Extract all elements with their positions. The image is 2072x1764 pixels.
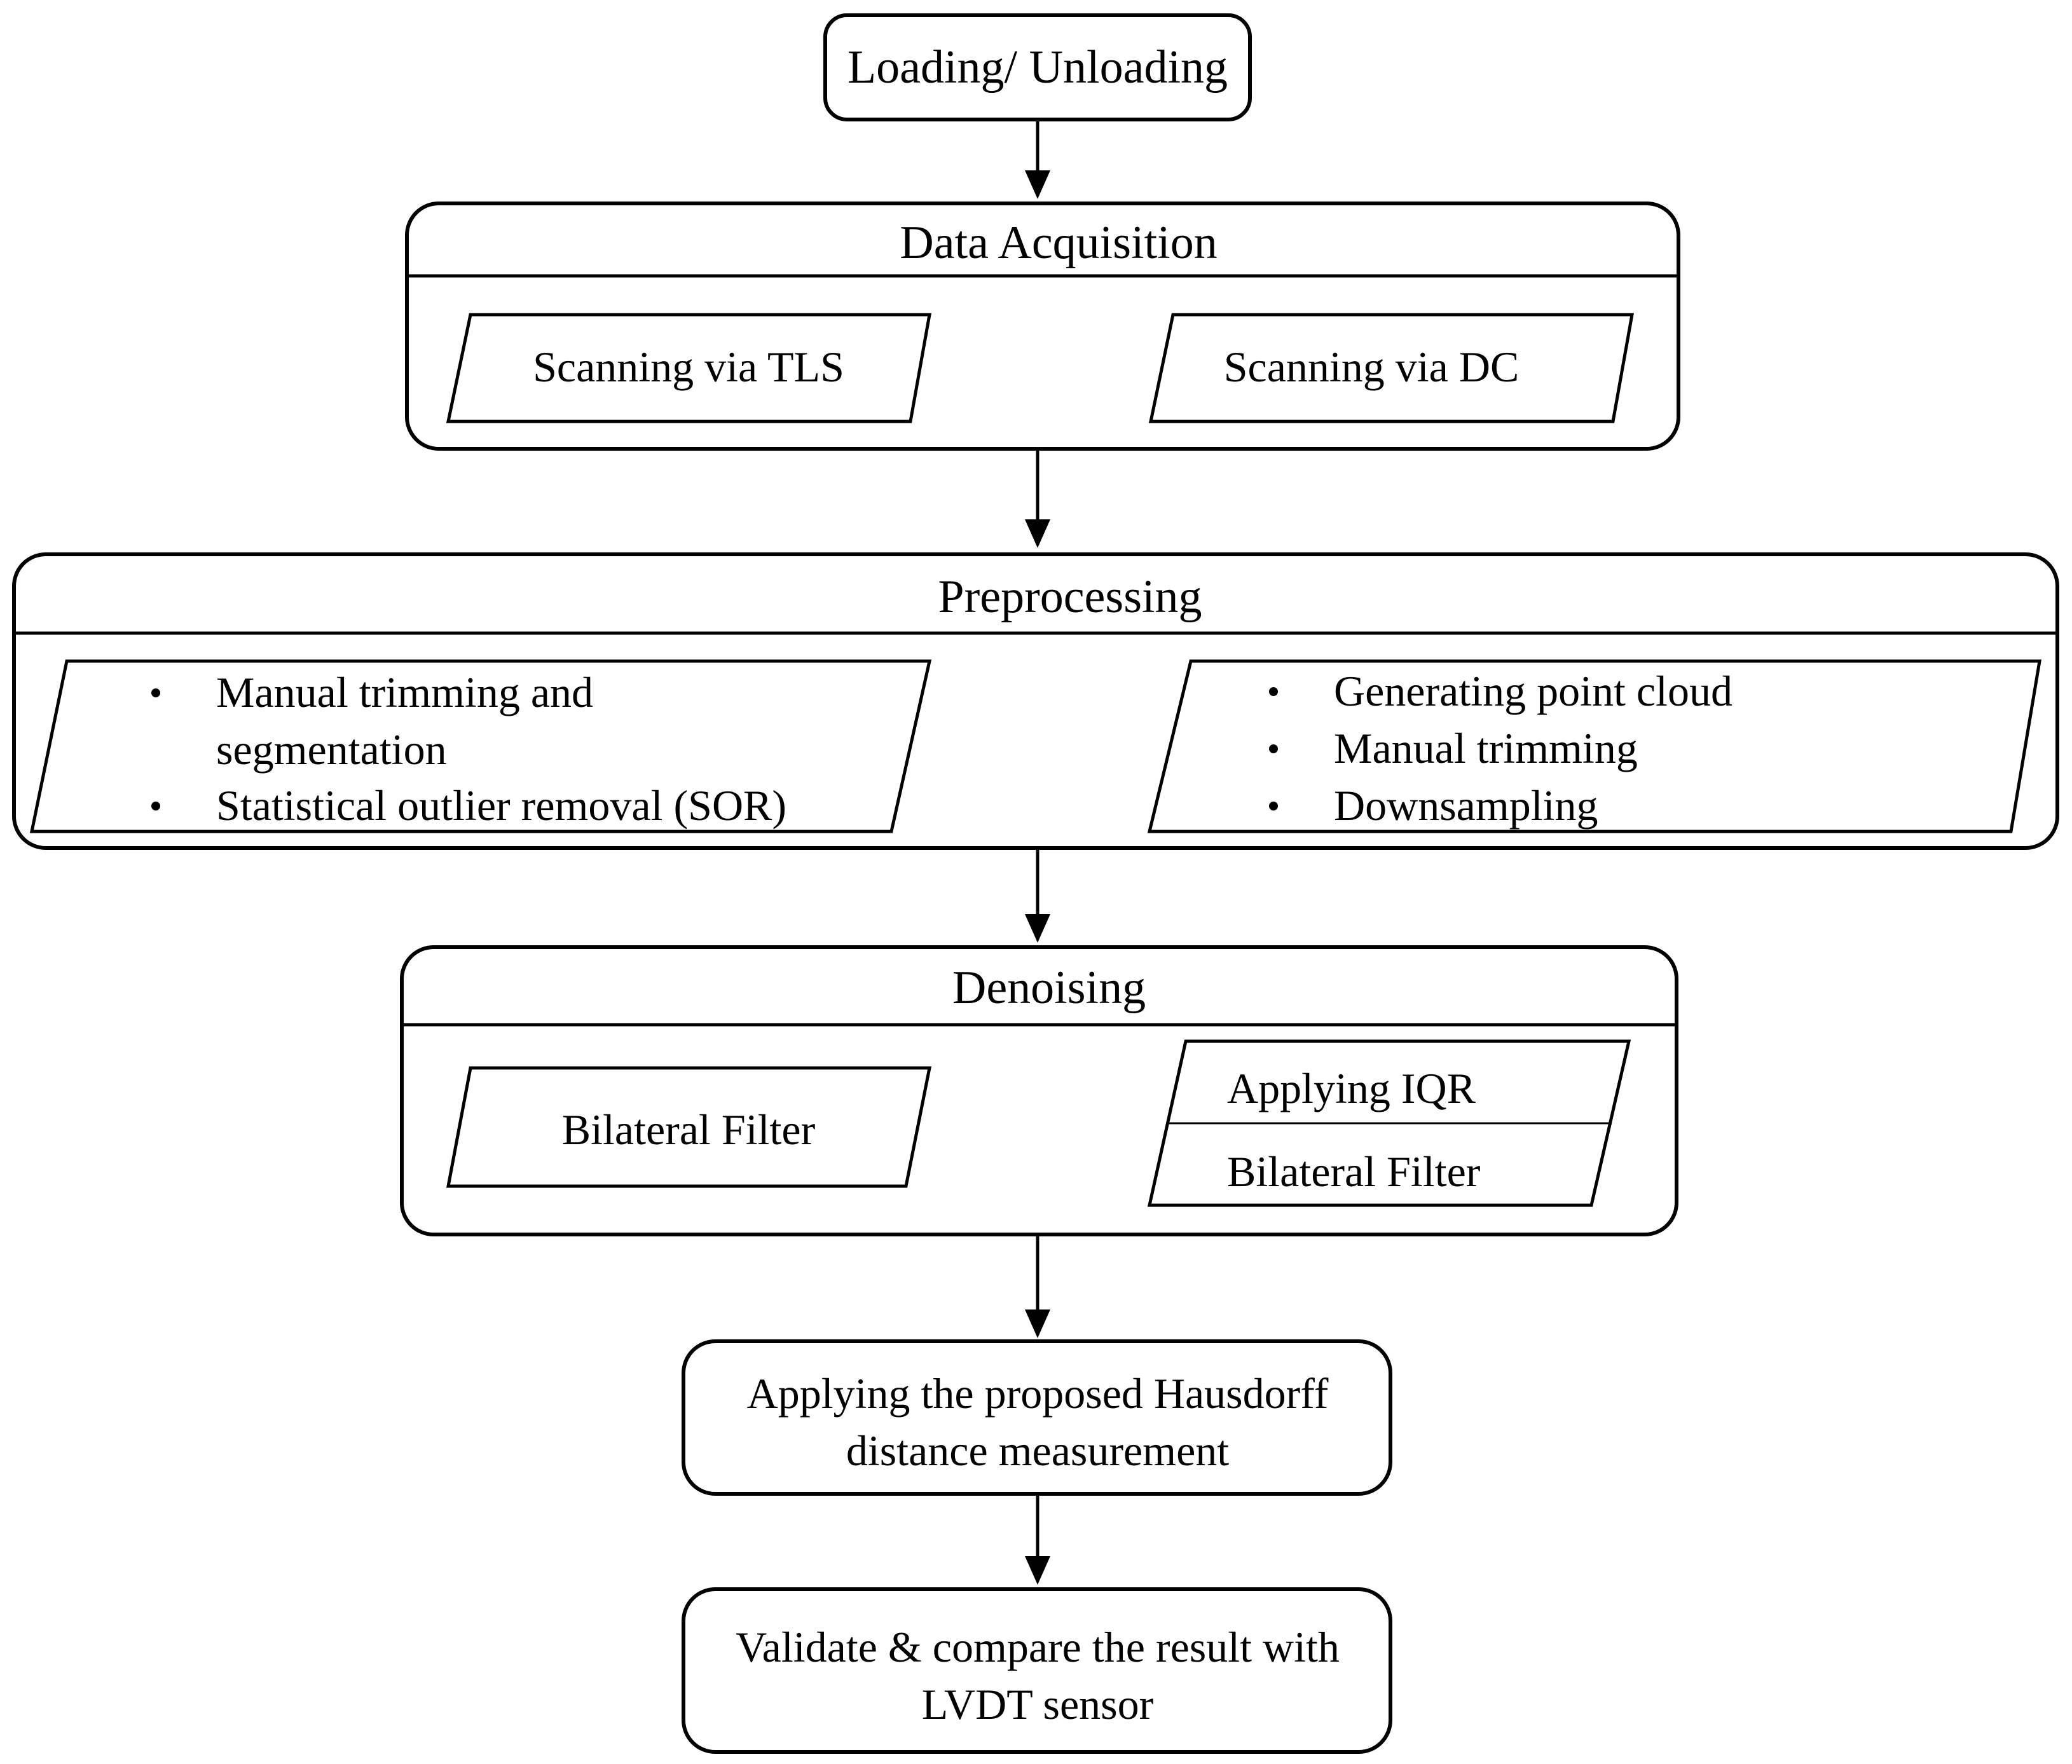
scanning-dc-box: Scanning via DC [1148, 313, 1634, 423]
hausdorff-line-1: Applying the proposed Hausdorff [747, 1369, 1329, 1418]
validate-line-2: LVDT sensor [922, 1680, 1154, 1728]
preprocessing-right-box: Generating point cloud Manual trimming D… [1147, 659, 2041, 833]
scanning-dc-label: Scanning via DC [1224, 343, 1520, 391]
preprocessing-left-item-2: Statistical outlier removal (SOR) [216, 781, 786, 830]
preprocessing-left-item-1: Manual trimming and [216, 668, 593, 716]
preprocessing-right-item-1: Generating point cloud [1334, 667, 1732, 715]
preprocessing-right-item-2: Manual trimming [1334, 724, 1638, 772]
denoising-left-label: Bilateral Filter [562, 1105, 816, 1154]
validate-line-1: Validate & compare the result with [736, 1623, 1340, 1671]
denoising-box: Denoising [400, 945, 1678, 1236]
data-acquisition-title: Data Acquisition [900, 217, 1217, 269]
hausdorff-box: Applying the proposed Hausdorff distance… [682, 1339, 1392, 1496]
loading-unloading-label: Loading/ Unloading [847, 41, 1228, 93]
data-acquisition-box: Data Acquisition [405, 202, 1680, 451]
preprocessing-box: Preprocessing [12, 552, 2059, 850]
denoising-right-top-label: Applying IQR [1227, 1064, 1476, 1112]
preprocessing-right-item-3: Downsampling [1334, 781, 1598, 830]
loading-unloading-box: Loading/ Unloading [823, 13, 1252, 121]
preprocessing-left-box: Manual trimming and segmentation Statist… [29, 659, 932, 833]
denoising-title: Denoising [952, 962, 1146, 1014]
denoising-left-box: Bilateral Filter [446, 1066, 932, 1188]
hausdorff-line-2: distance measurement [846, 1426, 1229, 1475]
scanning-tls-label: Scanning via TLS [533, 343, 844, 391]
denoising-right-box: Applying IQR Bilateral Filter [1147, 1039, 1631, 1207]
preprocessing-left-item-1-cont: segmentation [216, 725, 447, 774]
validate-box: Validate & compare the result with LVDT … [682, 1587, 1392, 1754]
denoising-right-bottom-label: Bilateral Filter [1227, 1147, 1481, 1196]
preprocessing-title: Preprocessing [938, 571, 1202, 623]
scanning-tls-box: Scanning via TLS [446, 313, 931, 423]
